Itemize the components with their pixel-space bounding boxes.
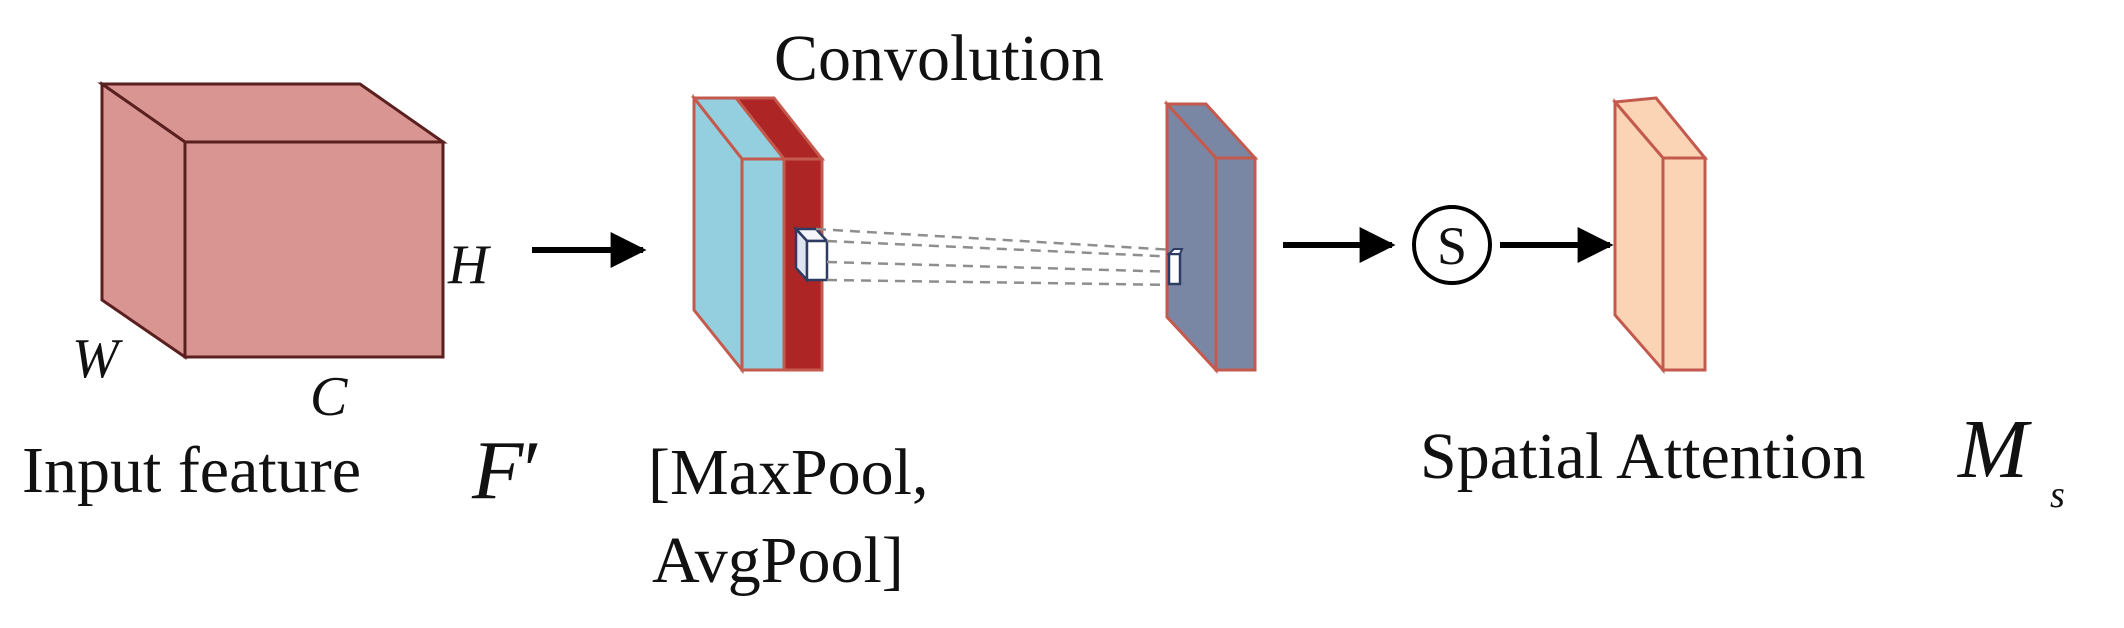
input-symbol-letter: F: [471, 424, 525, 517]
dimension-h-label: H: [447, 234, 491, 296]
input-feature-cube: [97, 81, 448, 360]
spatial-attention-symbol: M: [1957, 403, 2032, 496]
convolution-label: Convolution: [774, 22, 1104, 95]
dimension-w-label: W: [72, 328, 123, 390]
pool-label-line1: [MaxPool,: [648, 436, 929, 509]
pool-label-line2: AvgPool]: [652, 524, 904, 597]
attention-symbol-letter: M: [1957, 403, 2032, 496]
convolution-kernel: [793, 225, 830, 284]
sigmoid-operator: S: [1412, 205, 1492, 285]
spatial-attention-label: Spatial Attention: [1420, 420, 1865, 493]
spatial-attention-subscript: s: [2050, 474, 2065, 516]
conv-output-front: [1214, 156, 1257, 372]
input-feature-symbol: F′: [471, 424, 542, 517]
input-feature-text: Input feature: [22, 434, 361, 507]
maxpool-slab-front: [740, 157, 786, 372]
sigmoid-symbol: S: [1437, 216, 1467, 276]
input-feature-label: Input feature: [22, 434, 361, 507]
cube-front-face: [183, 140, 445, 359]
sigmoid-circle: [1412, 205, 1492, 285]
dimension-c-label: C: [310, 366, 348, 428]
attention-front: [1661, 156, 1707, 372]
receptive-field-lines: [815, 227, 1181, 287]
input-symbol-prime: ′: [523, 424, 541, 517]
output-kernel-cell: [1167, 252, 1182, 286]
spatial-attention-map: [1611, 96, 1709, 374]
convolution-output-map: [1163, 100, 1259, 374]
